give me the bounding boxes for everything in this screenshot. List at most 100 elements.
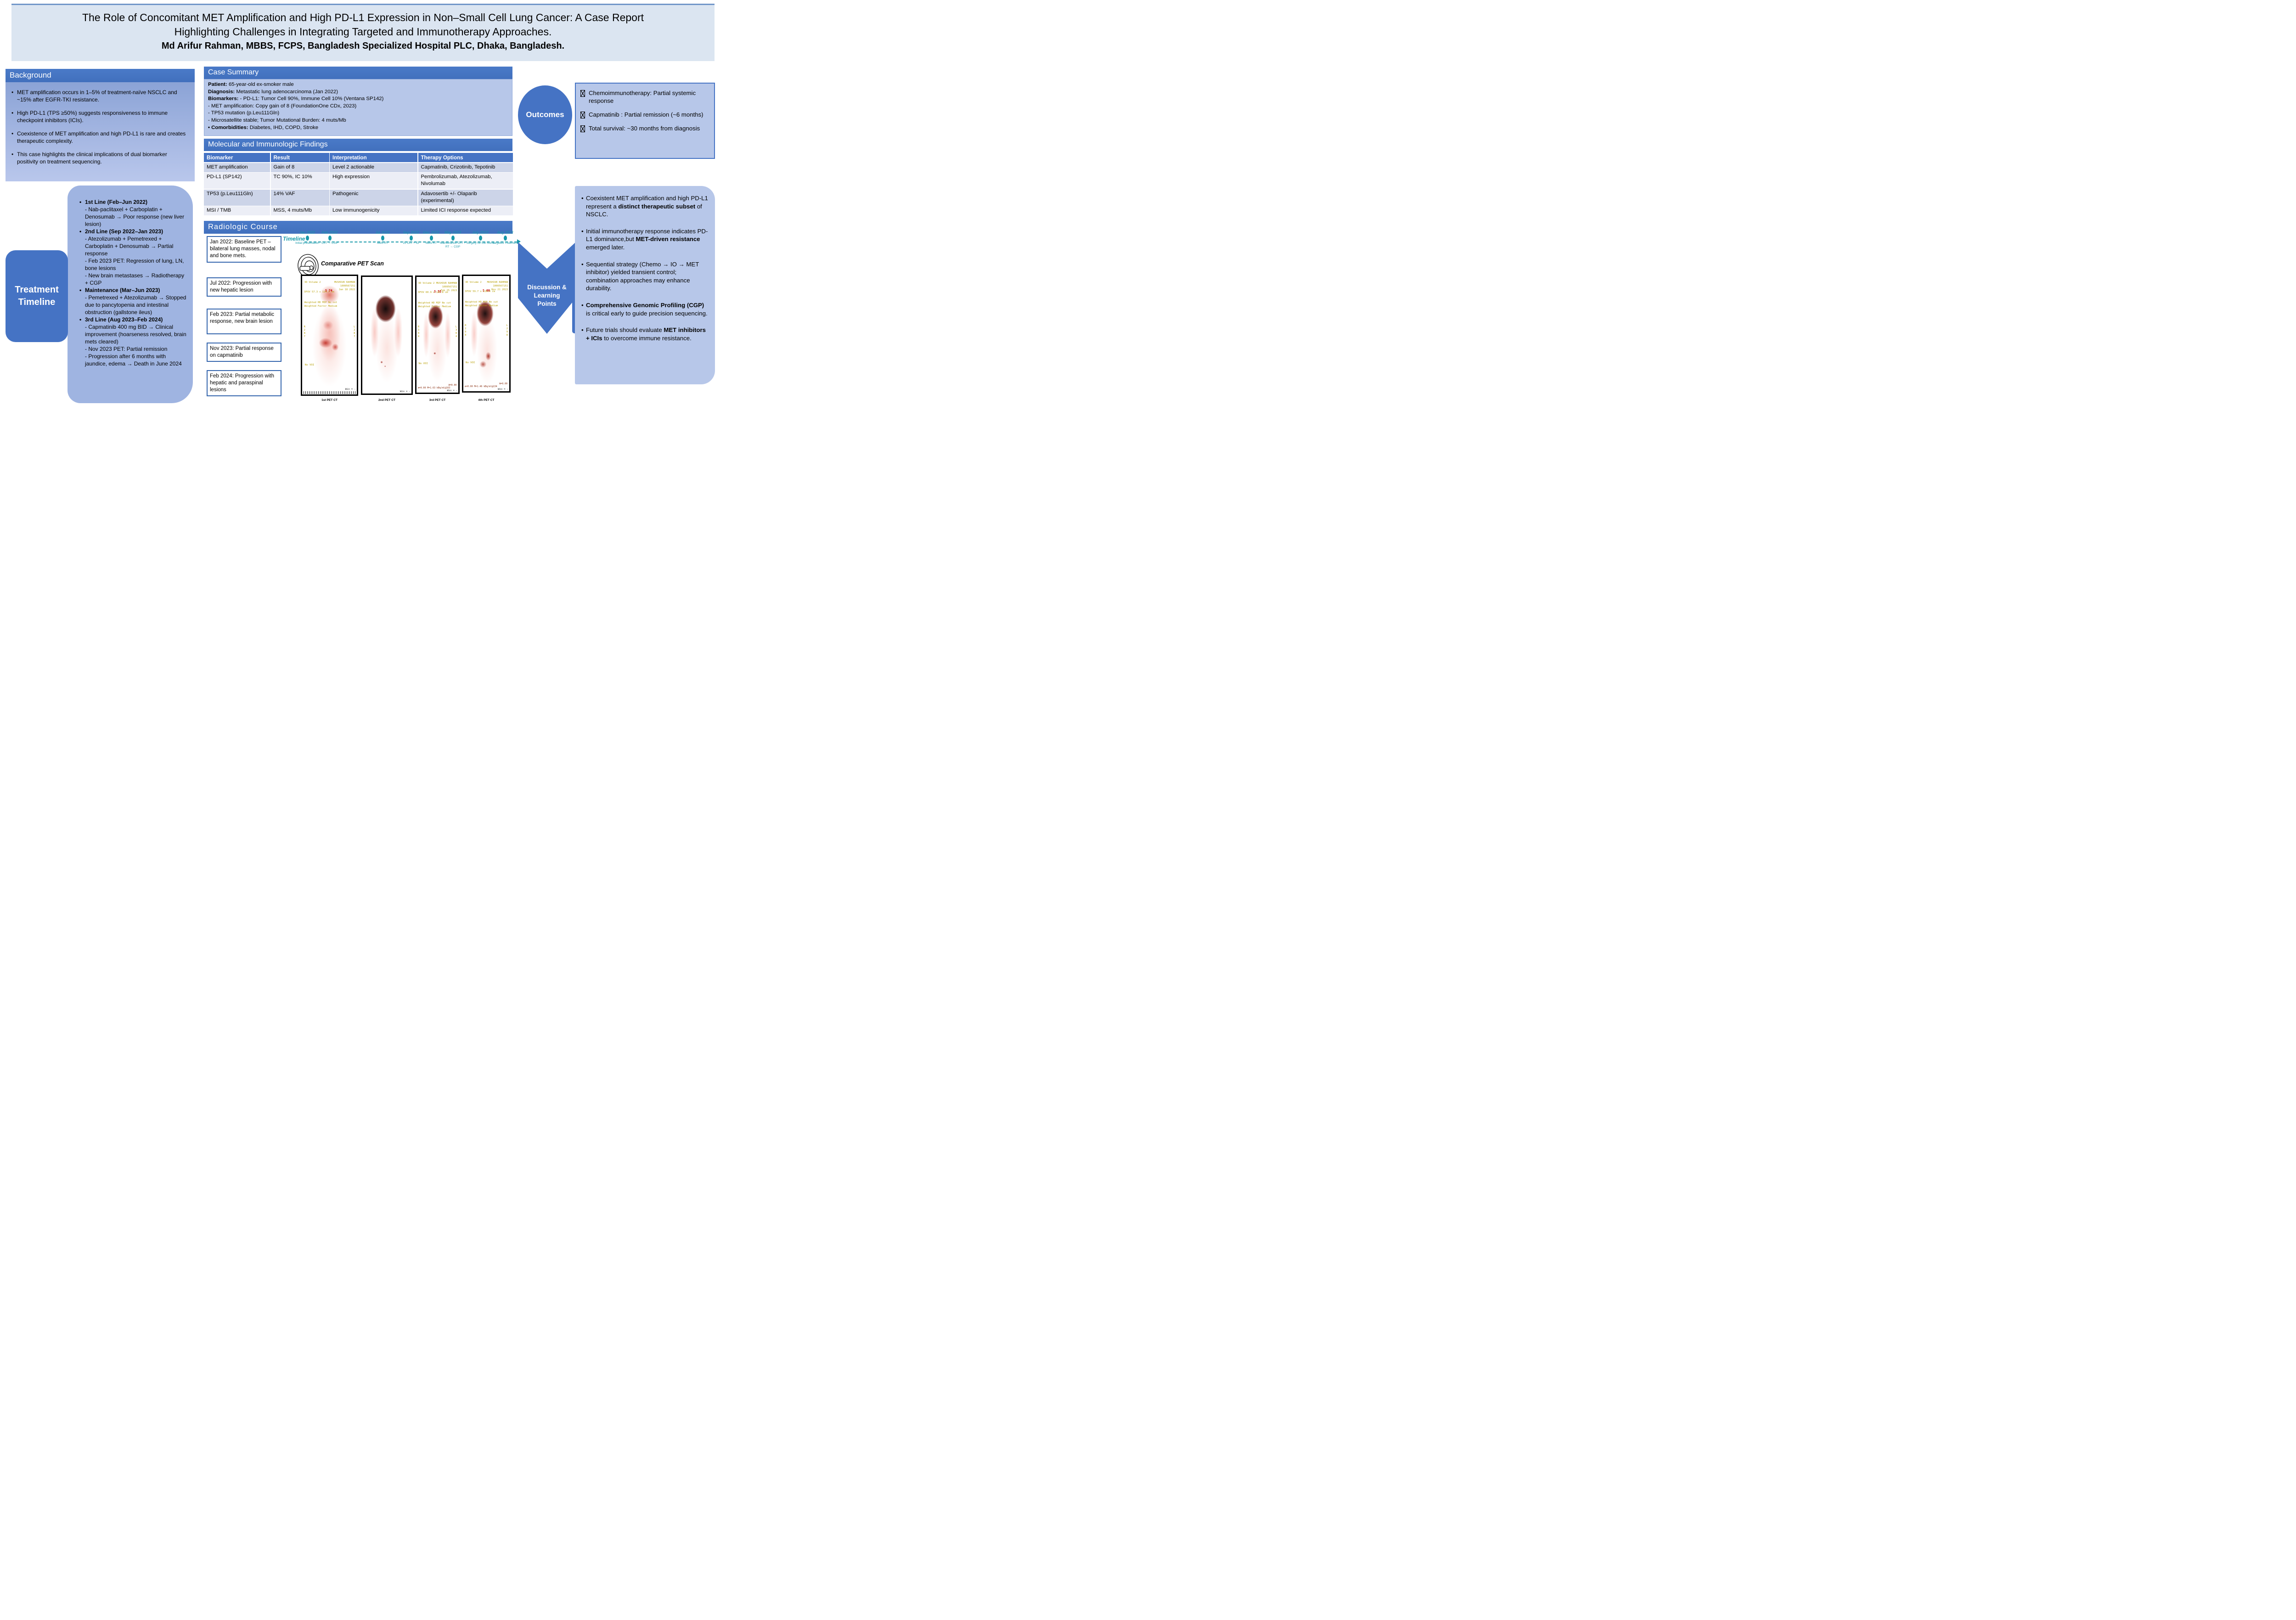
- case-field-value: Metastatic lung adenocarcinoma (Jan 2022…: [235, 89, 338, 95]
- discussion-text: emerged later.: [586, 243, 625, 251]
- timeline-event-label: 2L ChT + IO: [403, 242, 419, 245]
- pet-scan-2-image: [365, 286, 409, 389]
- discussion-bullet: Coexistent MET amplification and high PD…: [581, 194, 709, 219]
- pet-scan-patient: MUSHIUR RAHMAN 1000567151 Jan 18 2022: [334, 281, 355, 292]
- outcome-text: Chemoimmunotherapy: Partial systemic res…: [589, 90, 696, 104]
- discussion-text: Sequential strategy (Chemo → IO → MET in…: [586, 260, 699, 292]
- table-cell: Pathogenic: [330, 189, 417, 206]
- timeline-event-label: Maintenance ChT + RT → CGP: [440, 242, 466, 248]
- pet-side-marker-right: L 2 9 8: [506, 324, 508, 337]
- pet-caption: 2nd PET CT: [378, 399, 395, 402]
- table-cell: MSI / TMB: [204, 206, 270, 215]
- discussion-chevron-line1: Discussion &: [527, 284, 567, 291]
- comparative-pet-label: Comparative PET Scan: [321, 260, 384, 267]
- pet-side-marker-left: R 2 9 8: [465, 324, 467, 337]
- table-cell: PD-L1 (SP142): [204, 173, 270, 189]
- discussion-bullet: Comprehensive Genomic Profiling (CGP) is…: [581, 301, 709, 317]
- timeline-event: May 2023 Maintenance ChT + RT → CGP: [438, 231, 467, 249]
- discussion-panel: Coexistent MET amplification and high PD…: [575, 186, 715, 384]
- pet-voi-label: No VOI: [304, 363, 315, 366]
- background-panel: MET amplification occurs in 1–5% of trea…: [6, 82, 195, 181]
- timeline-event-label: Mets RT: [425, 242, 437, 245]
- radiologic-event-box: Jan 2022: Baseline PET – bilateral lung …: [207, 236, 281, 263]
- timeline-event: Sep 2022 2L ChT + IO: [396, 231, 426, 245]
- pet-side-marker-left: R 2 8 7: [304, 326, 305, 338]
- case-field-value: Diabetes, IHD, COPD, Stroke: [248, 124, 319, 130]
- outcomes-panel: Chemoimmunotherapy: Partial systemic res…: [575, 83, 715, 159]
- pet-scan-weighted: Weighted HD MIP No cut Weighted Factor M…: [418, 301, 451, 308]
- timeline-label: Timeline: [283, 236, 305, 242]
- background-bullet: Coexistence of MET amplification and hig…: [11, 130, 188, 145]
- treatment-line-title: 3rd Line (Aug 2023–Feb 2024): [79, 316, 186, 323]
- timeline-event-label: Surgery for GB Stone: [466, 242, 495, 245]
- table-col-header: Biomarker: [204, 153, 270, 162]
- timeline-date: Jul 2022: [375, 231, 390, 235]
- discussion-bold-text: MET-driven resistance: [636, 236, 700, 243]
- outcome-item: Chemoimmunotherapy: Partial systemic res…: [580, 89, 709, 105]
- pet-window-label: Win = -: [447, 389, 458, 392]
- discussion-bullet: Future trials should evaluate MET inhibi…: [581, 326, 709, 342]
- case-summary-row: Biomarkers: - PD-L1: Tumor Cell 90%, Imm…: [208, 96, 508, 103]
- outcome-text: Capmatinib : Partial remission (~6 month…: [589, 111, 703, 118]
- pet-caption: 3rd PET CT: [429, 399, 446, 402]
- timeline-event: Feb 2022 ChT → CGP: [315, 231, 344, 245]
- table-cell: MSS, 4 muts/Mb: [270, 206, 329, 215]
- pet-ruler: [304, 391, 355, 394]
- treatment-line-title: 1st Line (Feb–Jun 2022): [79, 198, 186, 206]
- poster-authors: Md Arifur Rahman, MBBS, FCPS, Bangladesh…: [161, 41, 565, 51]
- table-col-header: Interpretation: [330, 153, 417, 162]
- case-field-value: 65-year-old ex-smoker male: [227, 82, 294, 87]
- pet-scan-weighted: Weighted HD MIP No cut Weighted Factor M…: [304, 301, 338, 308]
- pet-scan-3: 3D Volume 2 S 55 MUSHIUR RAHMAN 10005671…: [415, 276, 460, 394]
- timeline-event: July 2023 Surgery for GB Stone: [466, 231, 495, 245]
- timeline-dot-icon: [305, 236, 309, 241]
- table-cell: Limited ICI response expected: [418, 206, 513, 215]
- background-bullet: MET amplification occurs in 1–5% of trea…: [11, 89, 188, 103]
- treatment-detail: - Capmatinib 400 mg BID → Clinical impro…: [85, 324, 186, 345]
- pet-w-label: W=0.00: [499, 382, 507, 385]
- table-cell: MET amplification: [204, 163, 270, 172]
- discussion-text: to overcome immune resistance.: [602, 334, 692, 342]
- treatment-detail: - Pemetrexed + Atezolizumab → Stopped du…: [85, 294, 186, 315]
- discussion-chevron: Discussion & Learning Points: [518, 242, 576, 334]
- case-field-label: Diagnosis:: [208, 89, 235, 95]
- discussion-text: Coexistent MET amplification and high PD…: [586, 195, 708, 210]
- pet-dose-label: m=0.00 M=1.46 kBq/ml@134: [465, 385, 497, 388]
- case-summary-row: - MET amplification: Copy gain of 8 (Fou…: [208, 103, 508, 110]
- pet-window-label: Win = -: [498, 388, 508, 391]
- background-header: Background: [6, 69, 195, 82]
- poster-title-line1: The Role of Concomitant MET Amplificatio…: [82, 11, 644, 23]
- pet-voi-label: No VOI: [418, 362, 428, 366]
- discussion-text: Future trials should evaluate: [586, 326, 664, 334]
- pet-scan-2: Win = -: [361, 276, 413, 395]
- timeline-date: May 2023: [445, 231, 461, 235]
- pet-scan-meta: 3D Volume 2: [418, 282, 435, 285]
- timeline-event-label: Targeted Treatment: [492, 242, 518, 245]
- pet-caption: 4th PET CT: [478, 399, 495, 402]
- treatment-line-title: Maintenance (Mar–Jun 2023): [79, 287, 186, 294]
- radiologic-event-box: Feb 2024: Progression with hepatic and p…: [207, 370, 281, 396]
- pet-side-marker-left: R 3 0 4: [417, 325, 420, 338]
- discussion-accent-bar: [572, 282, 577, 333]
- table-cell: Adavosertib +/- Olaparib (experimental): [418, 189, 513, 206]
- treatment-line-title: 2nd Line (Sep 2022–Jan 2023): [79, 228, 186, 235]
- timeline-date: July 2023: [472, 231, 489, 235]
- table-cell: Gain of 8: [270, 163, 329, 172]
- pet-scan-dfov: DFOV 60.9 x 121.8 cm: [418, 291, 448, 294]
- case-summary-row: - TP53 mutation (p.Leu111Gln): [208, 110, 508, 117]
- pet-scan-1: 3D Volume 2 S 74 MUSHIUR RAHMAN 10005671…: [301, 275, 358, 396]
- pet-scan-4-image: [466, 285, 506, 387]
- timeline-date: Sep 2022: [403, 231, 419, 235]
- case-field-value: - TP53 mutation (p.Leu111Gln): [208, 110, 280, 116]
- timeline-date: Jan 2022: [299, 231, 315, 235]
- case-summary-row: - Microsatellite stable; Tumor Mutationa…: [208, 117, 508, 124]
- timeline-event: Jan 2022 Initial presentation: [293, 231, 322, 245]
- case-summary-row: Patient: 65-year-old ex-smoker male: [208, 81, 508, 89]
- pet-voi-label: No VOI: [466, 361, 475, 364]
- treatment-timeline-label: Treatment Timeline: [6, 250, 68, 342]
- background-bullet: High PD-L1 (TPS ≥50%) suggests responsiv…: [11, 109, 188, 124]
- discussion-text: of NSCLC.: [586, 202, 702, 218]
- discussion-bullet: Initial immunotherapy response indicates…: [581, 227, 709, 252]
- pet-scan-dfov: DFOV 57.3 x 114.7 cm: [304, 290, 334, 293]
- pet-side-marker-right: L 2 8 7: [354, 326, 355, 338]
